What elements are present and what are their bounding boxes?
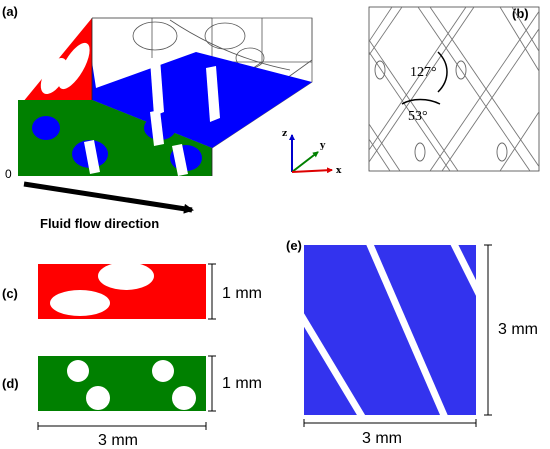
panel-c: (c) 1 mm	[2, 262, 262, 320]
flow-direction-label: Fluid flow direction	[40, 216, 159, 231]
angle-obtuse-label: 127°	[410, 65, 437, 80]
blue-face-holes	[150, 58, 220, 122]
angle-acute-label: 53°	[408, 109, 428, 124]
panel-b: (b) 127° 53°	[368, 6, 540, 172]
axis-x-label: x	[336, 166, 342, 176]
panel-d-width-dimension	[37, 422, 207, 430]
red-face-holes	[40, 42, 90, 95]
panel-e: (e) 3 mm 3 mm	[286, 238, 538, 447]
panel-e-label: (e)	[286, 238, 302, 253]
lattice-nodes	[374, 60, 508, 162]
red-hole-top	[98, 262, 154, 290]
panel-b-label: (b)	[512, 6, 529, 21]
lattice-lines	[369, 7, 539, 171]
panel-e-width-label: 3 mm	[362, 430, 402, 447]
blue-cross-section-slots	[304, 245, 476, 415]
axis-y-label: y	[319, 141, 326, 151]
blue-face	[92, 52, 312, 148]
angle-arc-obtuse	[437, 51, 448, 93]
panel-c-height-dimension	[208, 263, 216, 320]
panel-d-width-label: 3 mm	[98, 432, 138, 449]
panel-d: (d) 1 mm 3 mm	[2, 355, 262, 449]
panel-e-height-label: 3 mm	[498, 321, 538, 338]
red-hole-bottom	[50, 290, 110, 316]
panel-d-label: (d)	[2, 376, 19, 391]
panel-a-label: (a)	[2, 4, 18, 19]
panel-d-height-dimension	[208, 355, 216, 412]
angle-arc-acute	[401, 98, 441, 105]
axis-z-label: z	[282, 129, 287, 139]
panel-a: (a)	[2, 4, 342, 231]
blue-cross-section	[304, 245, 476, 415]
panel-b-frame	[368, 6, 540, 172]
panel-c-label: (c)	[2, 286, 18, 301]
green-face-holes	[32, 110, 202, 176]
origin-label: 0	[5, 167, 12, 181]
panel-d-height-label: 1 mm	[222, 375, 262, 392]
coordinate-axes: z y x	[282, 129, 342, 176]
panel-e-width-dimension	[303, 419, 477, 427]
panel-c-height-label: 1 mm	[222, 285, 262, 302]
panel-e-height-dimension	[484, 244, 492, 416]
flow-arrow	[23, 181, 194, 214]
